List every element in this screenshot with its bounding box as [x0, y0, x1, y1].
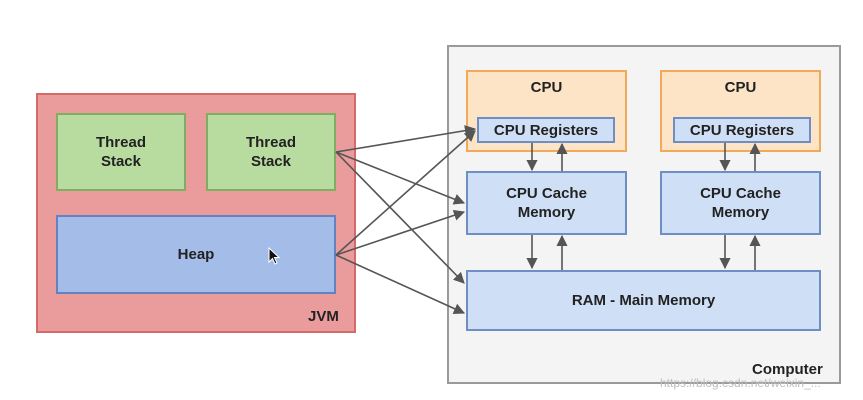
thread-stack-1: Thread Stack — [56, 113, 186, 191]
thread-stack-2-label: Thread Stack — [245, 134, 296, 170]
cpu-1-title: CPU — [530, 78, 563, 96]
cpu-1-registers-label: CPU Registers — [493, 121, 599, 139]
computer-label: Computer — [752, 361, 823, 378]
thread-stack-2: Thread Stack — [206, 113, 336, 191]
cpu-1-cache-memory: CPU Cache Memory — [466, 171, 627, 235]
cpu-1-registers: CPU Registers — [477, 117, 615, 143]
cpu-2-registers-label: CPU Registers — [689, 121, 795, 139]
thread-stack-1-label: Thread Stack — [95, 134, 146, 170]
watermark: https://blog.csdn.net/weixin_... — [660, 376, 821, 390]
cpu-2-cache-label: CPU Cache Memory — [700, 185, 781, 221]
ram-main-memory: RAM - Main Memory — [466, 270, 821, 331]
arrow-heap-to-ram — [335, 254, 466, 314]
cpu-2-registers: CPU Registers — [673, 117, 811, 143]
arrow-heap-to-registers — [335, 130, 476, 256]
arrow-thread-to-cache — [335, 151, 466, 205]
cpu-2-title: CPU — [724, 78, 757, 96]
cpu-2-cache-memory: CPU Cache Memory — [660, 171, 821, 235]
arrow-heap-to-cache — [335, 209, 466, 256]
jvm-label: JVM — [308, 308, 339, 325]
mouse-cursor-icon — [268, 247, 280, 265]
arrow-thread-to-ram — [335, 151, 465, 284]
arrow-thread-to-registers — [335, 125, 477, 153]
cpu-1-cache-label: CPU Cache Memory — [506, 185, 587, 221]
heap-label: Heap — [177, 246, 215, 263]
heap: Heap — [56, 215, 336, 294]
ram-label: RAM - Main Memory — [571, 292, 716, 309]
